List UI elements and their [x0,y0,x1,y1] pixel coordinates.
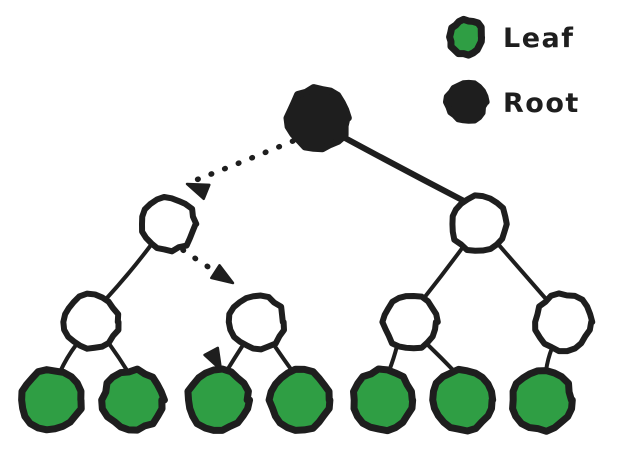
root-swatch-circle [442,79,490,124]
tree-edge [426,343,456,373]
traversal-arrow-head [203,346,223,372]
internal-node[interactable] [449,192,510,254]
node-shape [449,192,510,254]
leaf-swatch-circle [446,15,486,59]
legend-item-leaf: Leaf [446,15,574,59]
tree-edge [496,242,548,301]
internal-node[interactable] [139,193,200,255]
internal-node[interactable] [60,290,122,352]
leaf-node[interactable] [350,365,417,435]
leaf-node[interactable] [429,365,497,435]
legend-label-leaf: Leaf [503,23,574,54]
node-shape [60,290,122,352]
node-shape [98,365,168,434]
root-node[interactable] [283,84,352,153]
leaf-node[interactable] [265,365,334,434]
internal-node[interactable] [225,292,287,353]
node-shape [184,365,254,434]
traversal-arrow [203,346,223,372]
legend-item-root: Root [442,79,580,124]
leaf-node[interactable] [98,365,168,434]
traversal-arrow [180,247,235,285]
node-shape [379,292,441,352]
internal-node[interactable] [379,292,441,352]
node-shape [283,84,352,153]
node-shape [350,365,417,435]
traversal-arrow [185,138,296,201]
tree-edge [342,135,467,204]
node-shape [18,366,85,434]
traversal-arrow-shaft [193,138,296,183]
tree-edges-group [58,135,554,374]
leaf-node[interactable] [18,366,85,434]
legend-label-root: Root [503,88,580,119]
node-shape [532,290,596,355]
node-shape [225,292,287,353]
leaf-node[interactable] [184,365,254,434]
tree-edge [58,343,78,374]
traversal-arrow-head [185,182,211,201]
leaf-node[interactable] [509,367,576,435]
internal-node[interactable] [532,290,596,355]
tree-nodes-group [18,84,596,435]
node-shape [139,193,200,255]
tree-edge [272,343,295,374]
traversal-arrow-head [210,264,235,285]
tree-edge [422,245,465,300]
tree-edge [108,343,130,374]
tree-edge [104,243,153,301]
node-shape [265,365,334,434]
node-shape [429,365,497,435]
traversal-arrows-group [180,138,296,372]
node-shape [509,367,576,435]
